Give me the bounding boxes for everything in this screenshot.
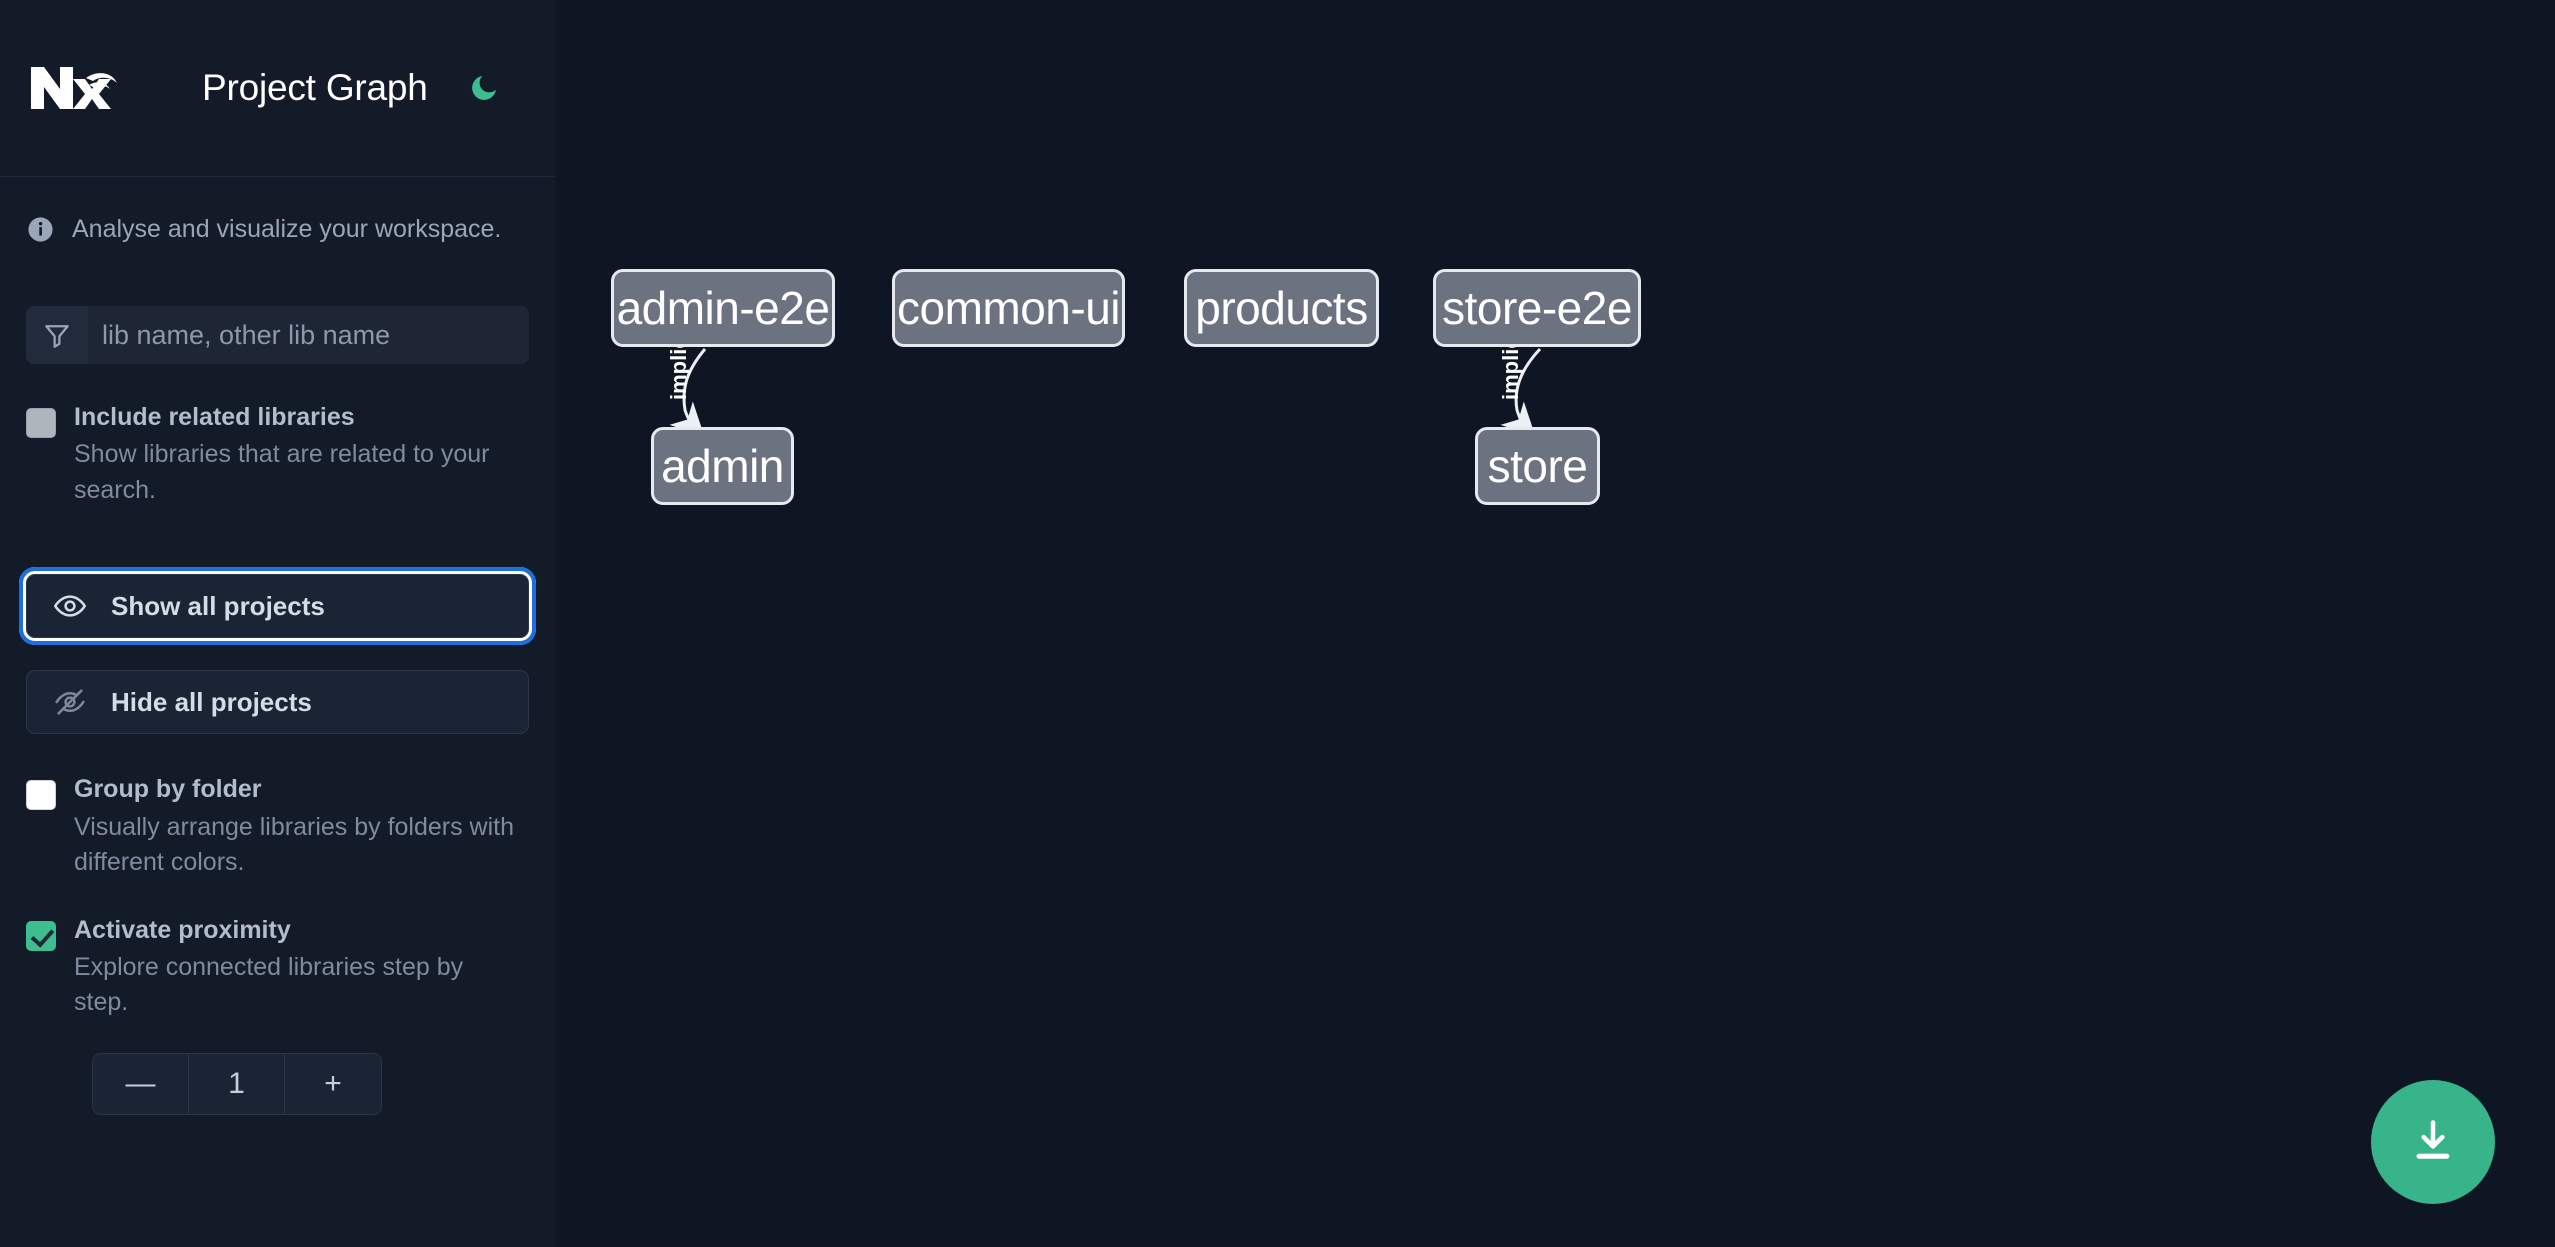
option-label: Group by folder <box>74 775 262 804</box>
info-icon <box>26 215 55 244</box>
graph-node-store-e2e[interactable]: store-e2e <box>1433 269 1641 347</box>
search-field[interactable] <box>26 306 529 364</box>
graph-node-common-ui[interactable]: common-ui <box>892 269 1125 347</box>
graph-node-products[interactable]: products <box>1184 269 1379 347</box>
proximity-value: 1 <box>189 1053 285 1114</box>
hide-all-projects-label: Hide all projects <box>111 686 312 717</box>
sidebar-header: Project Graph <box>0 0 555 177</box>
eye-icon <box>53 589 87 623</box>
workspace-hint: Analyse and visualize your workspace. <box>0 177 555 244</box>
option-description: Visually arrange libraries by folders wi… <box>74 812 515 877</box>
graph-node-admin-e2e[interactable]: admin-e2e <box>611 269 835 347</box>
option-group-by-folder[interactable]: Group by folder Visually arrange librari… <box>0 734 555 880</box>
sidebar-body: Analyse and visualize your workspace. In… <box>0 177 555 1115</box>
search-input[interactable] <box>88 306 529 364</box>
graph-edges: implicit implicit <box>666 322 1542 437</box>
show-all-projects-button[interactable]: Show all projects <box>19 567 536 646</box>
eye-off-icon <box>53 685 87 719</box>
option-activate-proximity[interactable]: Activate proximity Explore connected lib… <box>0 881 555 1021</box>
option-label: Include related libraries <box>74 403 355 431</box>
option-description: Show libraries that are related to your … <box>74 440 490 504</box>
proximity-stepper[interactable]: — 1 + <box>92 1052 382 1115</box>
graph-node-store[interactable]: store <box>1475 427 1600 505</box>
checkbox-include-related-libraries[interactable] <box>26 408 56 438</box>
page-title: Project Graph <box>202 67 428 108</box>
graph-canvas[interactable]: implicit implicit admin-e2e common-ui pr… <box>555 0 2555 1247</box>
checkbox-activate-proximity[interactable] <box>26 920 56 951</box>
workspace-hint-text: Analyse and visualize your workspace. <box>72 215 502 243</box>
option-label: Activate proximity <box>74 915 291 944</box>
hide-all-projects-button[interactable]: Hide all projects <box>26 670 529 735</box>
proximity-increment-button[interactable]: + <box>285 1053 381 1114</box>
edge-store-e2e-store <box>1500 347 1542 437</box>
sidebar: Project Graph Analyse and visualize your… <box>0 0 568 1247</box>
option-description: Explore connected libraries step by step… <box>74 952 464 1017</box>
graph-node-admin[interactable]: admin <box>651 427 794 505</box>
edge-admin-e2e-admin <box>669 348 707 437</box>
download-image-button[interactable] <box>2371 1080 2495 1204</box>
checkbox-group-by-folder[interactable] <box>26 780 56 811</box>
option-include-related-libraries[interactable]: Include related libraries Show libraries… <box>0 364 555 508</box>
proximity-decrement-button[interactable]: — <box>93 1053 189 1114</box>
moon-icon[interactable] <box>466 70 502 106</box>
filter-icon <box>26 306 88 364</box>
download-icon <box>2407 1115 2459 1170</box>
show-all-projects-label: Show all projects <box>111 590 325 621</box>
nx-logo <box>26 57 122 119</box>
